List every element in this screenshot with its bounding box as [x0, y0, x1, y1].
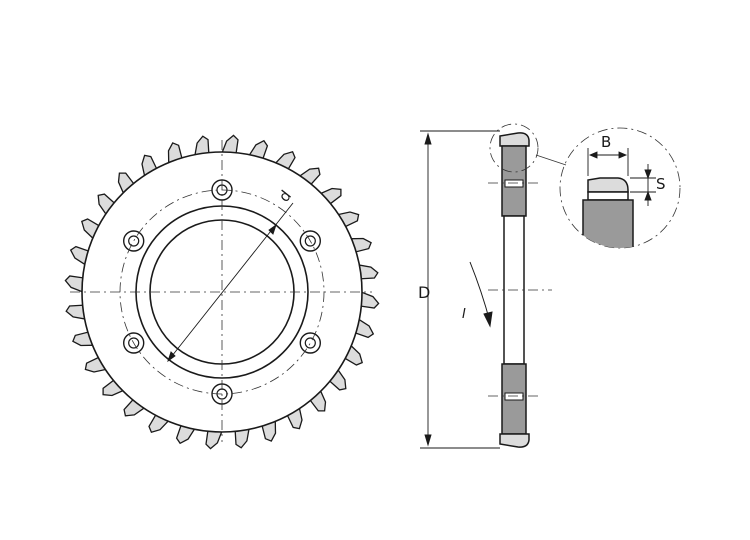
- detail-leader-line: [535, 154, 567, 166]
- thickness-label: S: [656, 175, 666, 193]
- blade-body: [81, 151, 363, 433]
- bolt-hole: [122, 230, 145, 252]
- front-center-lines: [70, 140, 372, 442]
- outer-diameter-label: D: [418, 283, 430, 302]
- section-bolt-markers: [504, 179, 524, 401]
- bore-diameter-dimension: [167, 202, 294, 363]
- rotation-arrow-icon: [469, 261, 493, 328]
- bolt-hole: [299, 332, 321, 354]
- width-label: B: [601, 133, 611, 151]
- detail-reference-circle: [489, 123, 539, 173]
- rotation-label: I: [462, 307, 466, 322]
- side-center-lines: [488, 182, 552, 397]
- blade-front-view: d: [64, 134, 380, 450]
- detail-blade-section: [582, 177, 634, 248]
- thickness-dimension: [630, 164, 656, 206]
- outer-diameter-dimension: [420, 130, 500, 449]
- tooth-detail-view: B S: [559, 127, 681, 249]
- width-dimension: [587, 148, 629, 176]
- blade-side-view: D: [418, 123, 567, 449]
